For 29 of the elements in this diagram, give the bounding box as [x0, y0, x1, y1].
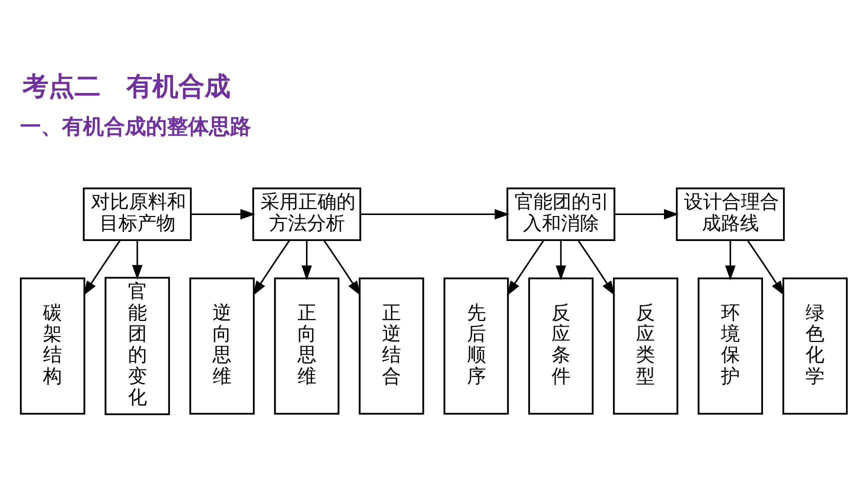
node-box: 逆向思维: [189, 277, 255, 414]
node-box: 采用正确的方法分析: [252, 187, 362, 241]
arrow: [132, 240, 142, 280]
node-box: 对比原料和目标产物: [82, 187, 192, 241]
arrow: [360, 208, 510, 219]
node-box: 反应条件: [528, 277, 594, 414]
node-box: 环境保护: [698, 277, 763, 414]
arrow: [506, 239, 544, 296]
arrow: [83, 239, 121, 296]
arrow: [302, 240, 312, 280]
node-box: 设计合理合成路线: [676, 187, 785, 241]
arrow: [323, 239, 361, 296]
diagram-title: 考点二 有机合成: [22, 71, 231, 102]
node-box: 正向思维: [274, 277, 340, 414]
label: 一、有机合成的整体思路: [20, 113, 252, 138]
node-box: 碳架结构: [20, 277, 86, 414]
node-box: 官能团的引入和消除: [506, 187, 616, 241]
node-box: 绿色化学: [782, 277, 848, 414]
arrow: [725, 240, 736, 280]
arrow: [577, 239, 615, 296]
node-box: 官能团的变化: [104, 276, 170, 415]
node-box: 先后顺序: [444, 277, 509, 414]
arrow: [746, 239, 784, 296]
arrow: [252, 239, 290, 296]
arrow: [190, 208, 256, 219]
node-box: 正逆结合: [358, 277, 424, 414]
arrow: [614, 208, 679, 219]
arrow: [556, 240, 566, 280]
node-box: 反应类型: [612, 277, 678, 414]
